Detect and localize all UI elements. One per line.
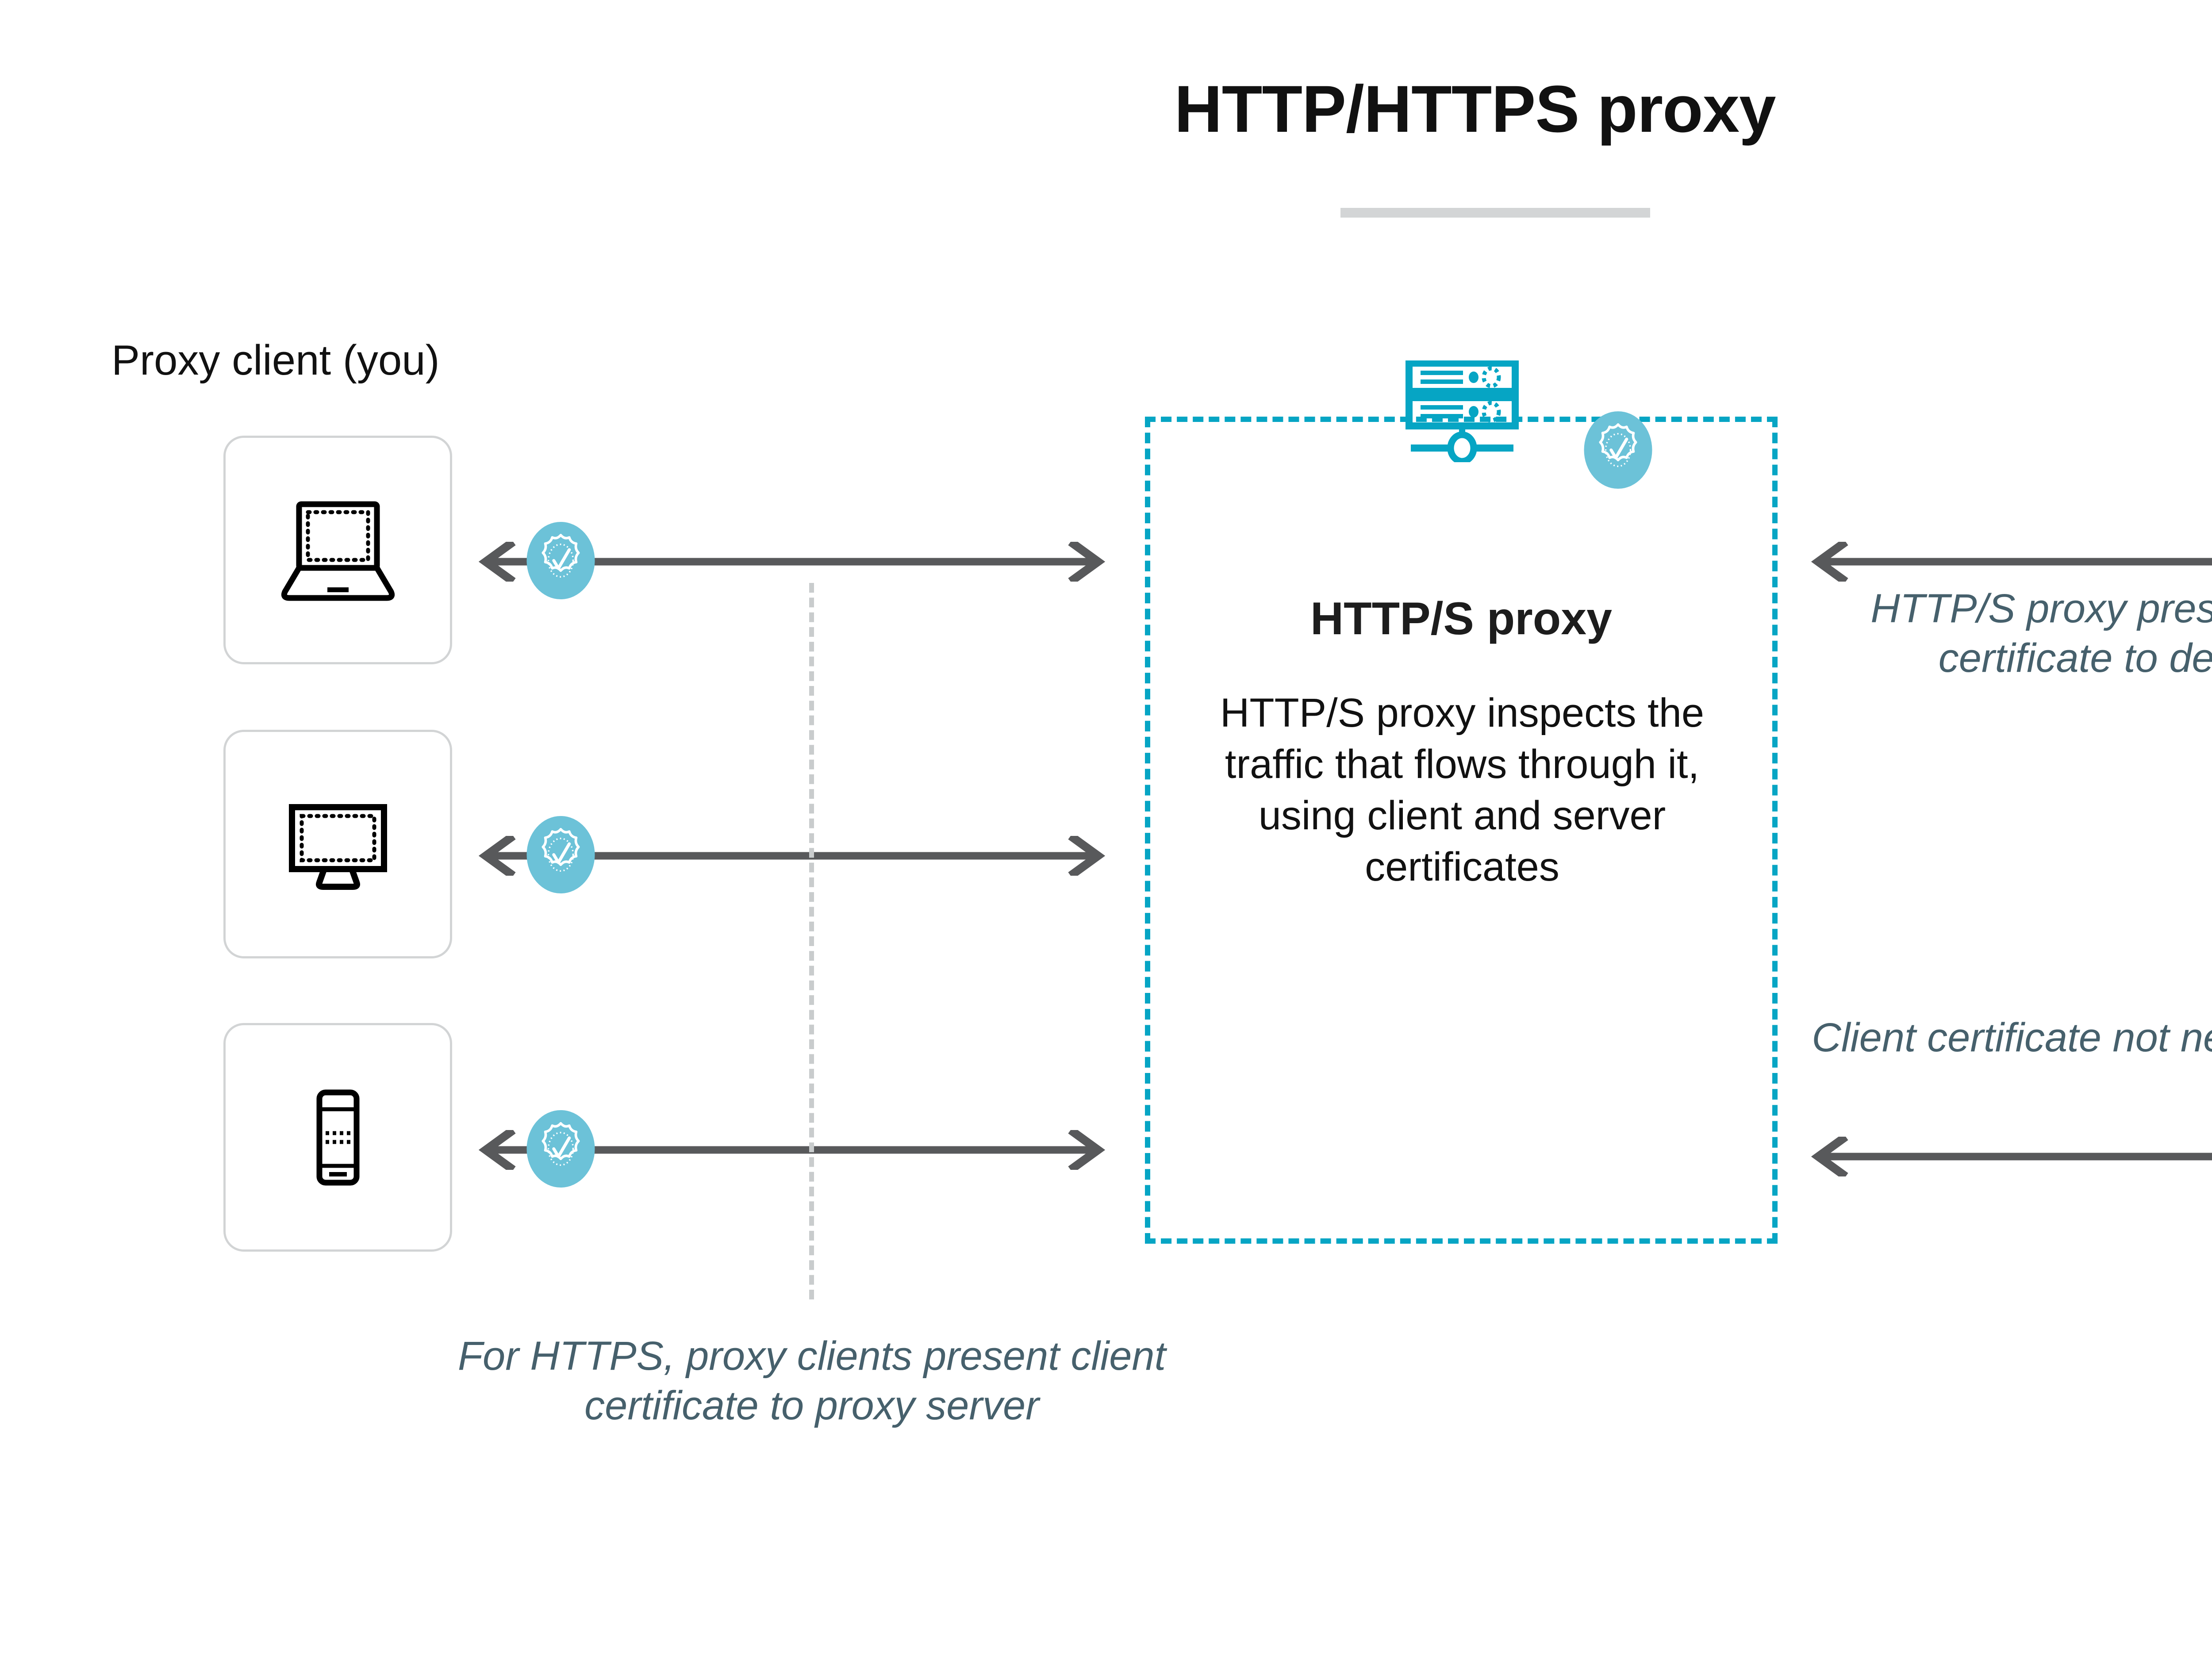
device-card-monitor[interactable] (223, 730, 452, 958)
certificate-seal-icon-3 (526, 1110, 595, 1188)
monitor-icon (288, 804, 387, 890)
arrow-proxy-destination-http (1811, 1137, 2212, 1176)
arrow-proxy-destination-https (1811, 542, 2212, 582)
flow-caption-https: HTTP/S proxy presents a client certifica… (1870, 586, 2212, 681)
device-card-laptop[interactable] (223, 436, 452, 664)
server-rack-icon (1406, 360, 1519, 462)
proxy-heading: HTTP/S proxy (1310, 593, 1612, 644)
proxy-description: HTTP/S proxy inspects the traffic that f… (1220, 690, 1705, 889)
proxy-client-label: Proxy client (you) (111, 337, 440, 384)
laptop-icon (281, 501, 395, 601)
flow-caption-http: Client certificate not needed for HTTP (1812, 1015, 2212, 1060)
certificate-seal-icon-2 (526, 816, 595, 893)
proxy-boundary-box (1145, 417, 1778, 1244)
smartphone-icon (316, 1089, 359, 1185)
certificate-seal-icon-proxy (1584, 411, 1652, 489)
client-certificate-caption: For HTTPS, proxy clients present client … (457, 1333, 1166, 1429)
title-underline-rule (1340, 208, 1650, 218)
device-card-smartphone[interactable] (223, 1023, 452, 1252)
page-title: HTTP/HTTPS proxy (1174, 72, 1776, 146)
client-caption-connector-line (809, 583, 814, 1299)
certificate-seal-icon-1 (526, 522, 595, 599)
